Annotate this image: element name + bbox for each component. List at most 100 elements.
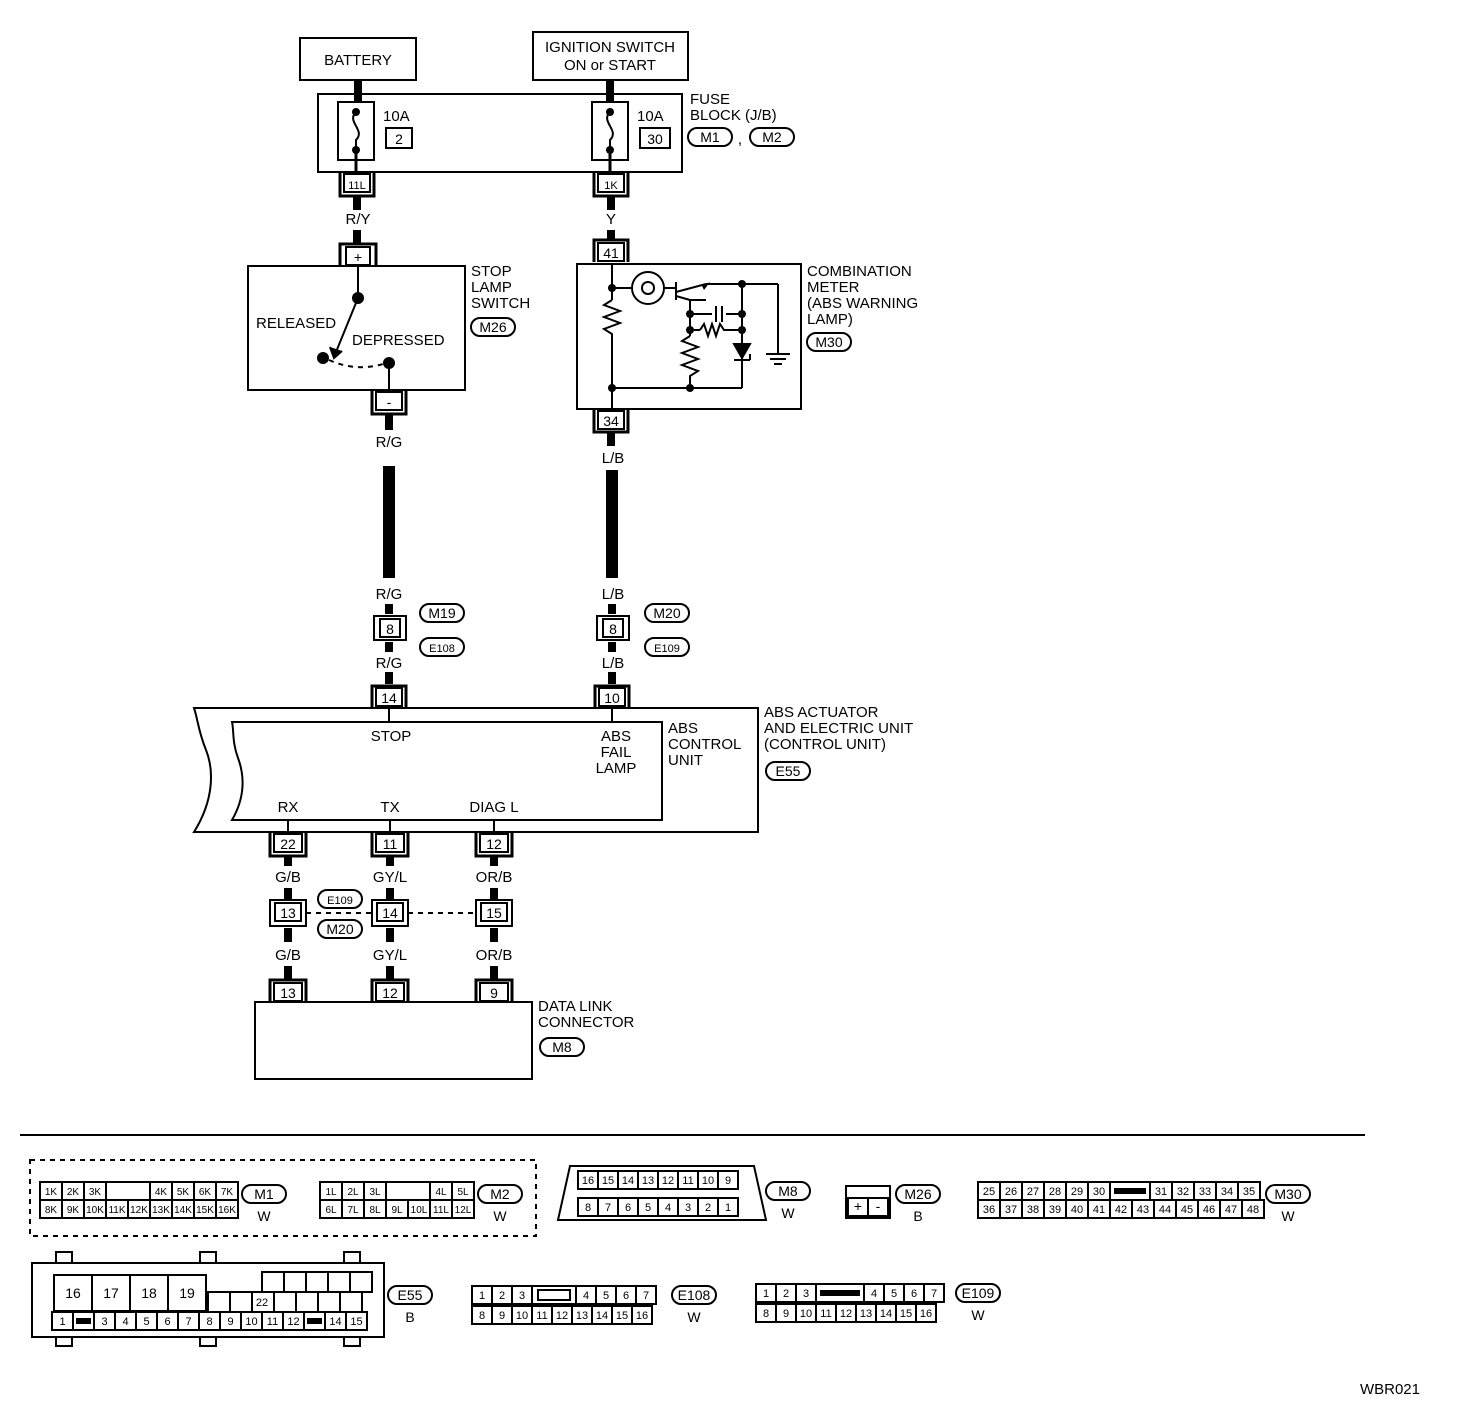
m30-pin-label: 30 xyxy=(1093,1186,1105,1198)
stop-switch-line1: STOP xyxy=(471,263,512,280)
stop-switch-pin-plus: + xyxy=(354,249,362,265)
meter-pin-top: 41 xyxy=(603,245,619,261)
m30-pin-label: 41 xyxy=(1093,1204,1105,1216)
dlc-line1: DATA LINK xyxy=(538,998,612,1015)
ignition-label-line1: IGNITION SWITCH xyxy=(545,39,675,56)
m2-pin-label: 10L xyxy=(411,1205,428,1216)
m1-pin-label: 10K xyxy=(86,1205,104,1216)
m2-connector-color: W xyxy=(493,1208,507,1224)
m30-pin-label: 47 xyxy=(1225,1204,1237,1216)
m30-pin-label: 43 xyxy=(1137,1204,1149,1216)
m2-pin-label: 12L xyxy=(455,1205,472,1216)
fuse-block-line2: BLOCK (J/B) xyxy=(690,107,777,124)
m1-pin-label: 9K xyxy=(67,1205,80,1216)
abs-inner-line2: CONTROL xyxy=(668,736,741,753)
m8-pin-label: 9 xyxy=(725,1175,731,1187)
e109-key-mark xyxy=(820,1290,860,1296)
m8-pin-label: 8 xyxy=(585,1202,591,1214)
m30-pin-label: 39 xyxy=(1049,1204,1061,1216)
e55-small-cavity xyxy=(261,1271,285,1293)
e55-connector-name: E55 xyxy=(398,1287,423,1303)
m2-pin-label: 9L xyxy=(391,1205,403,1216)
m30-pin-label: 36 xyxy=(983,1204,995,1216)
wire-gyl-2: GY/L xyxy=(373,947,407,964)
m30-connector-name: M30 xyxy=(1274,1186,1301,1202)
e109-cavity xyxy=(923,1283,945,1303)
m2-pin-label: 11L xyxy=(433,1205,449,1216)
e109-pin-label: 1 xyxy=(763,1288,769,1300)
e55-pin-label: 7 xyxy=(185,1316,191,1328)
e55-pin-label: 11 xyxy=(267,1316,278,1328)
m30-pin-label: 33 xyxy=(1199,1186,1211,1198)
e55-pin-label: 8 xyxy=(206,1316,212,1328)
e109-pin-label: 10 xyxy=(800,1308,812,1320)
e55-small-cavity xyxy=(327,1271,351,1293)
e55-small-cavity xyxy=(295,1291,319,1313)
m2-pin-label: 8L xyxy=(369,1205,381,1216)
m30-pin-label: 25 xyxy=(983,1186,995,1198)
switch-depressed-label: DEPRESSED xyxy=(352,332,445,349)
m2-pin-label: 7L xyxy=(347,1205,359,1216)
e108-pin-label: 1 xyxy=(479,1290,485,1302)
fuse-right-rating: 10A xyxy=(637,108,664,125)
abs-actuator-unit: 14 10 STOP ABS FAIL LAMP ABS CONTROL UNI… xyxy=(192,684,913,858)
dlc-pin-b: 12 xyxy=(382,985,398,1001)
wire-gb-2: G/B xyxy=(275,947,301,964)
m2-pin-label: 4L xyxy=(435,1187,447,1198)
m30-pin-label: 37 xyxy=(1005,1204,1017,1216)
switch-released-label: RELEASED xyxy=(256,315,336,332)
meter-pin-bottom: 34 xyxy=(603,413,619,429)
e55-pin-label: 17 xyxy=(103,1285,119,1301)
abs-rx-label: RX xyxy=(278,799,299,816)
m30-pin-label: 28 xyxy=(1049,1186,1061,1198)
joint-upper-left-conn-top: M19 xyxy=(428,605,455,621)
e108-pin-label: 11 xyxy=(536,1310,547,1322)
m8-connector-name: M8 xyxy=(778,1183,798,1199)
joint-upper-right-conn-bottom: E109 xyxy=(654,643,680,655)
e109-pin-label: 8 xyxy=(763,1308,769,1320)
m30-pin-label: 32 xyxy=(1177,1186,1189,1198)
e108-key-mark xyxy=(537,1289,571,1301)
fuse-left-number: 2 xyxy=(395,131,403,147)
abs-pin-stop: 14 xyxy=(381,690,397,706)
e108-pin-label: 13 xyxy=(576,1310,588,1322)
e108-pin-label: 3 xyxy=(519,1290,525,1302)
e108-pin-label: 10 xyxy=(516,1310,528,1322)
e55-small-cavity xyxy=(339,1291,363,1313)
abs-unit-line3: (CONTROL UNIT) xyxy=(764,736,886,753)
m1-pin-label: 7K xyxy=(221,1187,234,1198)
e55-pin-label: 5 xyxy=(143,1316,149,1328)
m30-pin-label: 31 xyxy=(1155,1186,1167,1198)
e108-pin-label: 15 xyxy=(616,1310,628,1322)
fuse-term-right: 1K xyxy=(604,180,618,192)
stop-switch-pin-minus: - xyxy=(387,394,392,410)
m1-pin-label: 4K xyxy=(155,1187,168,1198)
joint-upper-left-conn-bottom: E108 xyxy=(429,643,455,655)
m1-key-slot xyxy=(105,1181,151,1201)
wire-lb-2: L/B xyxy=(602,586,625,603)
e108-pin-label: 12 xyxy=(556,1310,568,1322)
e108-connector-color: W xyxy=(687,1309,701,1325)
lower-wiring: G/B GY/L OR/B 13 14 15 E109 M20 G/B GY/L… xyxy=(269,856,513,980)
m30-key-mark xyxy=(1114,1188,1146,1194)
abs-tx-label: TX xyxy=(380,799,399,816)
m1-pin-label: 2K xyxy=(67,1187,80,1198)
e109-connector-name: E109 xyxy=(962,1285,995,1301)
m2-key-slot xyxy=(385,1181,431,1201)
ignition-switch-box: IGNITION SWITCH ON or START xyxy=(532,31,689,81)
e109-pin-label: 3 xyxy=(803,1288,809,1300)
m1-pin-label: 5K xyxy=(177,1187,190,1198)
m2-pin-label: 3L xyxy=(369,1187,381,1198)
e55-pin-label: 18 xyxy=(141,1285,157,1301)
e108-cavity xyxy=(631,1305,653,1325)
m30-cavity xyxy=(1241,1199,1265,1219)
e109-cavity xyxy=(915,1303,937,1323)
m8-pin-label: 4 xyxy=(665,1202,671,1214)
m8-pin-label: 14 xyxy=(622,1175,634,1187)
e55-key-mark xyxy=(307,1318,322,1324)
m8-pin-label: 1 xyxy=(725,1202,731,1214)
dlc-pin-c: 9 xyxy=(490,985,498,1001)
joint-lower-conn-top: E109 xyxy=(327,895,353,907)
meter-line3: (ABS WARNING xyxy=(807,295,918,312)
